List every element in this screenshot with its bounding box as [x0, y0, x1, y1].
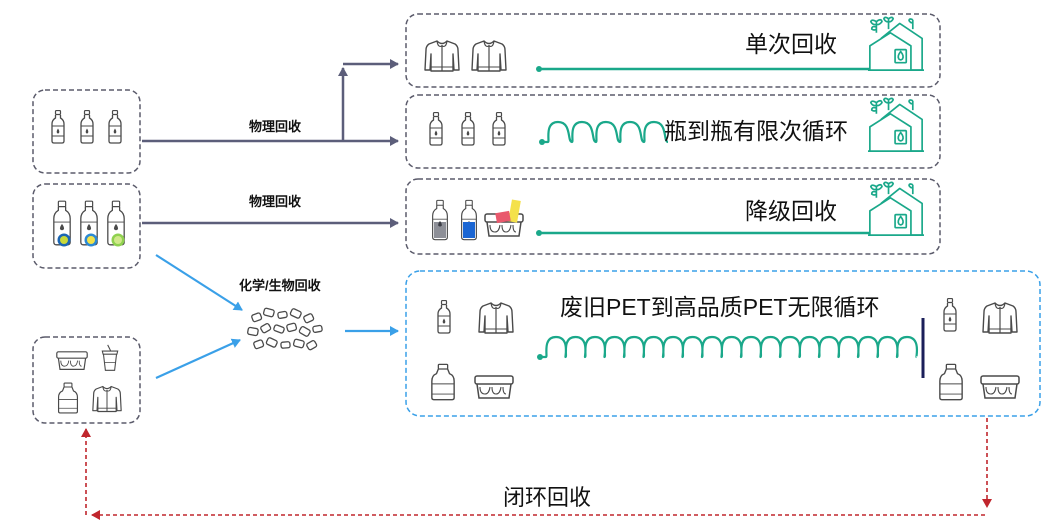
cup-icon — [101, 344, 119, 371]
arrow-chemical-from-colored — [155, 254, 243, 311]
bottle-icon — [429, 112, 443, 146]
row-label-single: 单次回收 — [745, 31, 837, 57]
detergent-icon — [57, 382, 79, 414]
tray-icon — [484, 199, 524, 237]
bottle-icon — [492, 112, 506, 146]
coil-path — [542, 120, 669, 144]
arrow-chemical-from-mixed — [155, 338, 241, 380]
pet-flakes-icon — [246, 307, 324, 352]
colored-bottle-icon — [461, 199, 477, 241]
arrow-label-physical-1: 物理回收 — [249, 119, 302, 134]
tray-icon — [980, 375, 1020, 399]
closed-loop-label: 闭环回收 — [503, 485, 591, 510]
tray-icon — [474, 375, 514, 399]
jacket-icon — [92, 385, 122, 413]
arrow-physical-1 — [142, 59, 399, 146]
bottle-icon — [461, 112, 475, 146]
jacket-icon — [478, 302, 514, 334]
coil-path — [540, 335, 919, 359]
source-box-clear-bottles — [32, 89, 141, 174]
jacket-icon — [471, 40, 507, 72]
house-fire-icon — [867, 16, 925, 72]
bottle-icon — [437, 300, 451, 334]
house-fire-icon — [867, 97, 925, 153]
source-box-mixed-pet — [32, 336, 141, 424]
finite-loop-coil — [539, 120, 669, 145]
row-box-downgrade — [405, 178, 941, 255]
colored-bottle-icon — [432, 199, 448, 241]
colored-bottle-icon — [53, 200, 71, 247]
row-label-downgrade: 降级回收 — [745, 198, 837, 224]
source-box-colored-bottles — [32, 183, 141, 269]
tray-icon — [56, 351, 88, 370]
row-label-infinite: 废旧PET到高品质PET无限循环 — [560, 294, 879, 320]
row-box-bottle-to-bottle — [405, 94, 941, 169]
row-label-bottle-to-bottle: 瓶到瓶有限次循环 — [664, 118, 848, 144]
colored-bottle-icon — [107, 200, 125, 247]
detergent-icon — [939, 363, 963, 401]
arrow-label-chemical: 化学/生物回收 — [239, 278, 322, 293]
bottle-icon — [108, 110, 122, 144]
bottle-icon — [943, 298, 957, 332]
detergent-icon — [431, 363, 455, 401]
jacket-icon — [424, 40, 460, 72]
bottle-icon — [80, 110, 94, 144]
jacket-icon — [982, 302, 1018, 334]
house-fire-icon — [867, 181, 925, 237]
row-box-single — [405, 13, 941, 88]
bottle-icon — [51, 110, 65, 144]
infinite-loop-coil — [537, 335, 919, 360]
closed-loop-arrow — [81, 418, 992, 520]
arrow-label-physical-2: 物理回收 — [249, 194, 302, 209]
colored-bottle-icon — [80, 200, 98, 247]
